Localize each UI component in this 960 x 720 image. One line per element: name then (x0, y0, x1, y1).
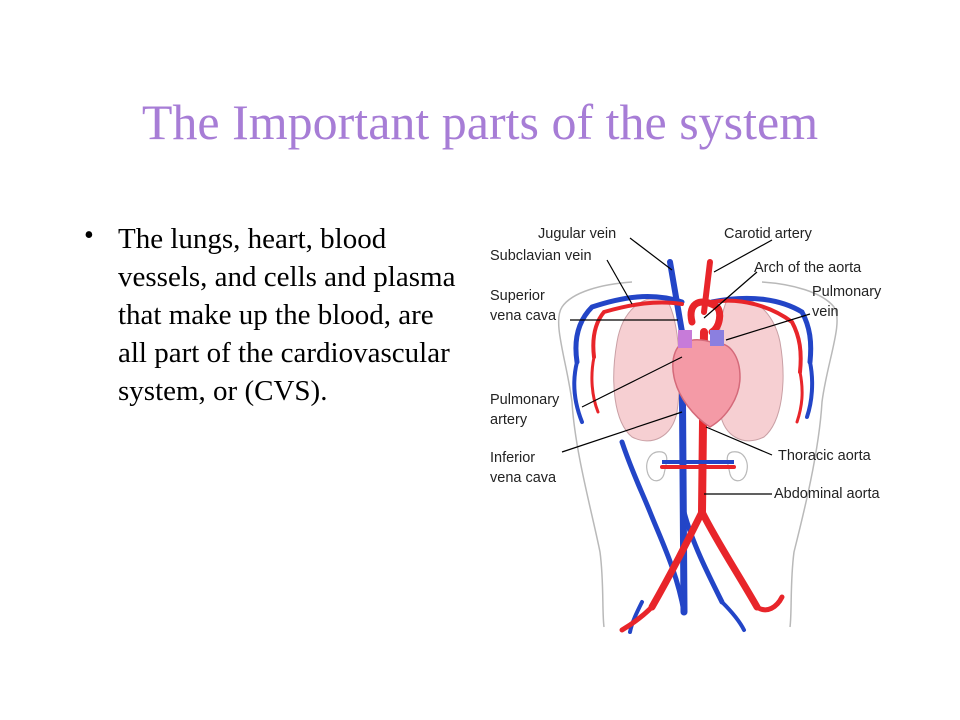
label-inferior-vena-cava-1: Inferior (490, 450, 535, 466)
label-subclavian-vein: Subclavian vein (490, 248, 592, 264)
pulmonary-vein-block (710, 330, 724, 346)
bullet-text: The lungs, heart, blood vessels, and cel… (118, 223, 456, 407)
body-outline (557, 281, 838, 628)
label-jugular-vein: Jugular vein (538, 226, 616, 242)
slide-title: The Important parts of the system (141, 94, 819, 150)
label-pulmonary-artery-1: Pulmonary (490, 392, 560, 408)
label-pulmonary-artery-2: artery (490, 412, 528, 428)
label-superior-vena-cava-2: vena cava (490, 308, 557, 324)
pulmonary-artery-block (678, 330, 692, 348)
bullet-marker: • (84, 220, 94, 251)
veins (572, 259, 815, 634)
label-carotid-artery: Carotid artery (724, 226, 813, 242)
leader-lines (561, 237, 811, 495)
label-arch-of-aorta: Arch of the aorta (754, 260, 862, 276)
cardiovascular-diagram: Jugular vein Subclavian vein Superior ve… (482, 212, 922, 642)
label-superior-vena-cava-1: Superior (490, 288, 545, 304)
label-pulmonary-vein-1: Pulmonary (812, 284, 882, 300)
label-inferior-vena-cava-2: vena cava (490, 470, 557, 486)
label-thoracic-aorta: Thoracic aorta (778, 448, 872, 464)
label-pulmonary-vein-2: vein (812, 304, 839, 320)
label-abdominal-aorta: Abdominal aorta (774, 486, 881, 502)
